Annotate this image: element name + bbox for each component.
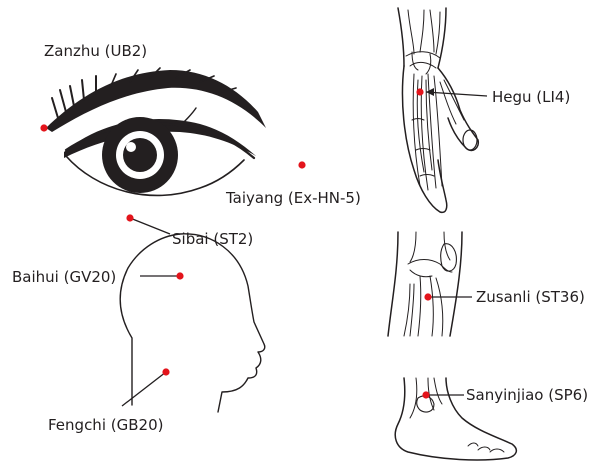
sanyinjiao-label: Sanyinjiao (SP6) [466, 386, 588, 404]
eye-illustration [46, 68, 266, 195]
hegu-label: Hegu (LI4) [492, 88, 570, 106]
taiyang-label: Taiyang (Ex-HN-5) [225, 189, 361, 207]
zusanli-point [424, 293, 431, 300]
sibai-leader [130, 218, 170, 234]
sanyinjiao-point [422, 391, 429, 398]
fengchi-point [162, 368, 169, 375]
zanzhu-label: Zanzhu (UB2) [44, 42, 147, 60]
hegu-point [416, 88, 423, 95]
iris [102, 117, 178, 193]
taiyang-point [298, 161, 305, 168]
zusanli-label: Zusanli (ST36) [476, 288, 585, 306]
hegu-arrowhead [426, 88, 434, 96]
sibai-label: Sibai (ST2) [172, 230, 253, 248]
fengchi-label: Fengchi (GB20) [48, 416, 163, 434]
zanzhu-point [40, 124, 47, 131]
baihui-point [176, 272, 183, 279]
baihui-label: Baihui (GV20) [12, 268, 116, 286]
sibai-point [126, 214, 133, 221]
fengchi-leader [122, 372, 166, 406]
knee-illustration [388, 232, 462, 336]
hegu-leader [426, 92, 487, 96]
hand-illustration [398, 8, 478, 212]
head-illustration [120, 234, 265, 412]
